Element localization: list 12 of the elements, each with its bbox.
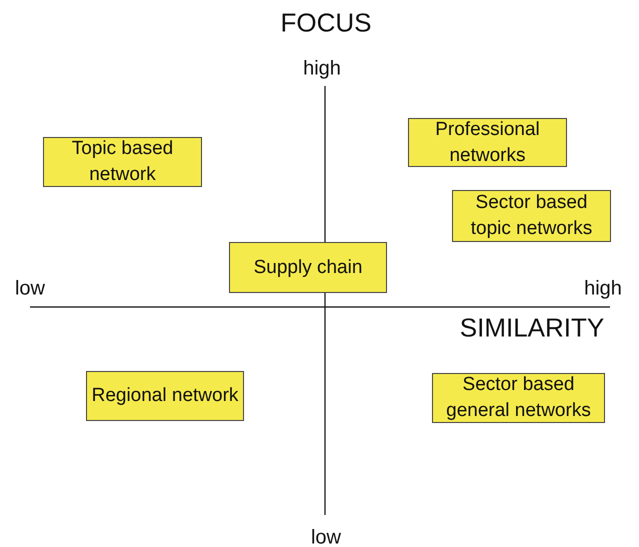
quadrant-box: Sector based general networks xyxy=(432,373,605,423)
axis-end-label: low xyxy=(311,526,341,547)
axis-title: SIMILARITY xyxy=(460,312,604,344)
axis-end-label: high xyxy=(584,278,622,300)
axis-end-label: high xyxy=(303,58,341,80)
axis-end-label: low xyxy=(15,278,45,300)
quadrant-box: Professional networks xyxy=(408,118,567,167)
axis-title: FOCUS xyxy=(280,8,372,38)
quadrant-box: Sector based topic networks xyxy=(452,190,611,242)
quadrant-box: Topic based network xyxy=(43,137,202,187)
quadrant-box: Supply chain xyxy=(229,242,387,293)
quadrant-box: Regional network xyxy=(86,371,244,421)
